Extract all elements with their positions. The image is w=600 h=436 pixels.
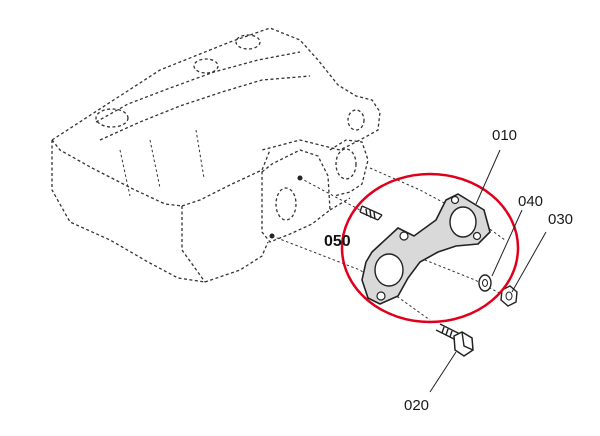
part-label-050: 050 <box>324 233 351 250</box>
leader-lines <box>429 149 547 393</box>
part-label-010: 010 <box>492 127 517 144</box>
bolt-icon <box>435 323 474 357</box>
part-label-020: 020 <box>404 397 429 414</box>
cylinder-head-icon <box>51 27 381 283</box>
washer-icon <box>478 274 492 292</box>
part-label-030: 030 <box>548 211 573 228</box>
stud-icon <box>359 205 383 221</box>
gasket-icon <box>361 193 491 305</box>
highlight-circle <box>340 172 520 324</box>
part-label-040: 040 <box>518 193 543 210</box>
